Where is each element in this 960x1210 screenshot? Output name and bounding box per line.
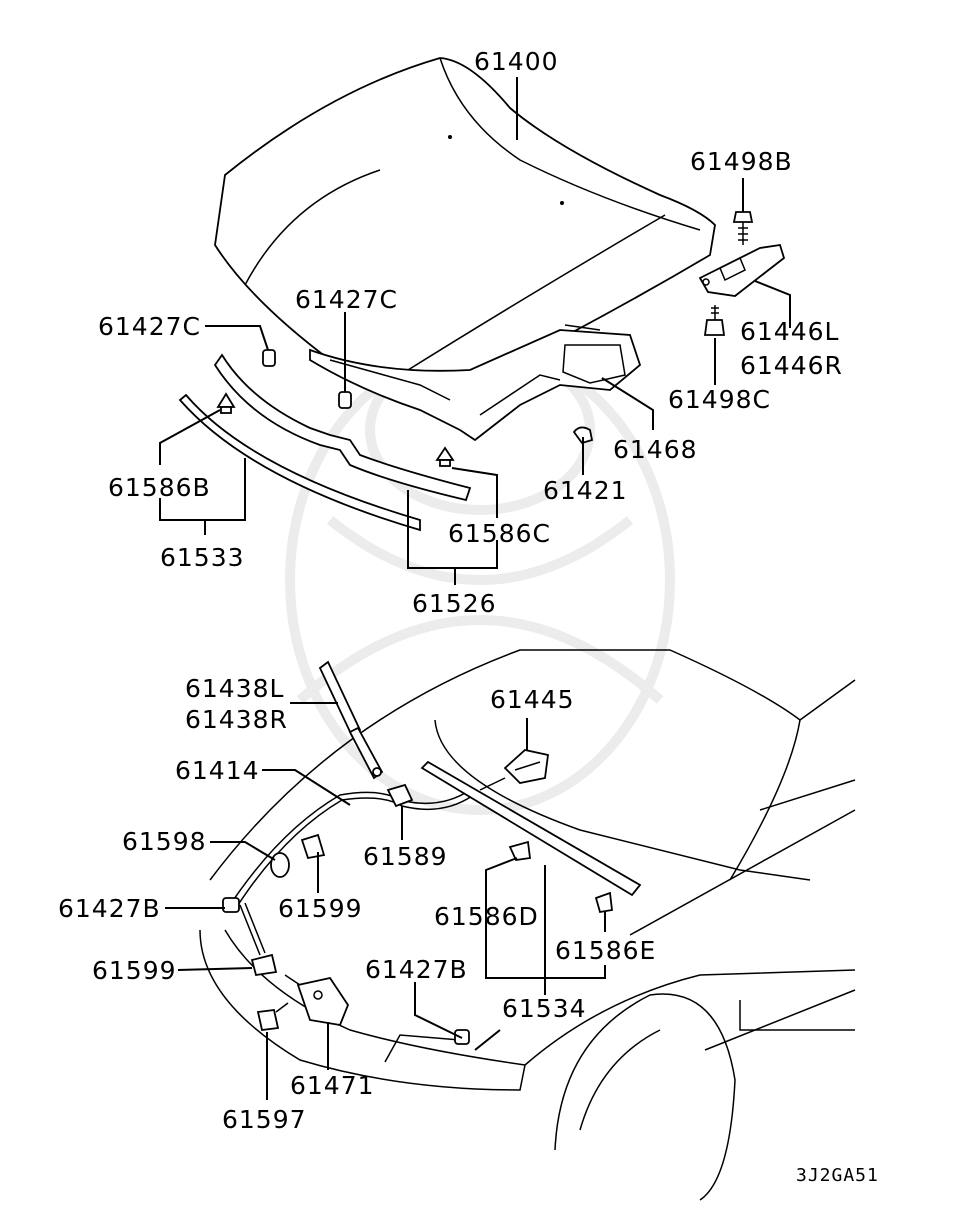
label-61586d: 61586D	[434, 902, 539, 931]
clip-61586e-icon	[594, 891, 613, 914]
hood-hinge-icon	[698, 243, 786, 297]
bumper-rubber-c-left-icon	[262, 349, 276, 367]
label-61586b: 61586B	[108, 473, 211, 502]
clip-61586b-icon	[216, 392, 236, 414]
label-61427c-center: 61427C	[295, 285, 398, 314]
label-61589: 61589	[363, 842, 448, 871]
label-61599-lower: 61599	[92, 956, 177, 985]
hood-underside-frame	[309, 324, 642, 442]
label-61445: 61445	[490, 685, 575, 714]
label-61533: 61533	[160, 543, 245, 572]
label-61438r: 61438R	[185, 705, 288, 734]
clamp-61599-upper-icon	[300, 833, 326, 860]
hood-panel-drawing	[214, 57, 716, 390]
clamp-61598-icon	[270, 852, 290, 878]
label-61400: 61400	[474, 47, 559, 76]
hinge-bolt-b-icon	[732, 211, 754, 245]
diagram-code: 3J2GA51	[796, 1165, 879, 1186]
weatherstrip-61533-icon	[178, 393, 421, 532]
bracket-61445-icon	[479, 749, 549, 791]
label-61498c: 61498C	[668, 385, 771, 414]
label-61438l: 61438L	[185, 674, 284, 703]
grommet-61589-icon	[386, 783, 414, 808]
part-labels: 61400 61498B 61446L 61446R 61498C 61427C…	[58, 47, 879, 1186]
vehicle-body-outline	[199, 649, 856, 1201]
hinge-bolt-c-icon	[703, 305, 726, 336]
label-61597: 61597	[222, 1105, 307, 1134]
clip-61421-icon	[572, 426, 594, 445]
clamp-61599-lower-icon	[250, 953, 278, 977]
label-61586c: 61586C	[448, 519, 551, 548]
clip-61586d-icon	[508, 840, 532, 861]
bottom-leader-lines	[165, 702, 606, 1100]
weatherstrip-61526-icon	[213, 353, 472, 502]
label-61427c-left: 61427C	[98, 312, 201, 341]
label-61427b-right: 61427B	[365, 955, 468, 984]
label-61427b-left: 61427B	[58, 894, 161, 923]
striker-61597-icon	[256, 1002, 289, 1031]
top-leader-lines	[159, 77, 791, 585]
seal-61534-icon	[420, 760, 642, 897]
label-61421: 61421	[543, 476, 628, 505]
hood-stay-icon	[318, 660, 384, 780]
bumper-rubber-b-left-icon	[222, 897, 240, 913]
label-61468: 61468	[613, 435, 698, 464]
label-61526: 61526	[412, 589, 497, 618]
label-61598: 61598	[122, 827, 207, 856]
cable-rod-icon	[239, 902, 266, 956]
label-61446l: 61446L	[740, 317, 839, 346]
bumper-rubber-c-center-icon	[338, 391, 352, 409]
label-61414: 61414	[175, 756, 260, 785]
label-61599-upper: 61599	[278, 894, 363, 923]
label-61586e: 61586E	[555, 936, 656, 965]
label-61471: 61471	[290, 1071, 375, 1100]
label-61534: 61534	[502, 994, 587, 1023]
clip-61586c-icon	[435, 446, 455, 467]
label-61498b: 61498B	[690, 147, 793, 176]
label-61446r: 61446R	[740, 351, 843, 380]
hood-latch-icon	[284, 974, 350, 1027]
